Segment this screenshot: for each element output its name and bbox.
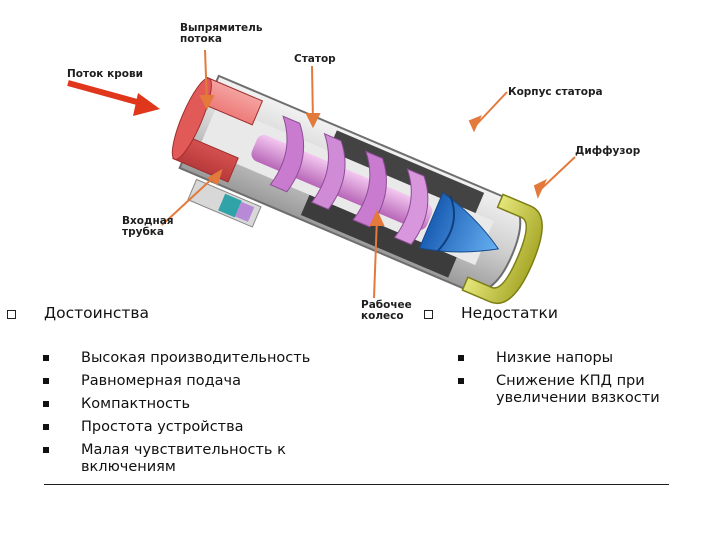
list-item: Снижение КПД при увеличении вязкости xyxy=(458,373,708,407)
stator-housing-top xyxy=(328,130,485,214)
bullet xyxy=(43,401,49,407)
blood-flow-arrow xyxy=(67,80,160,116)
label-blood-flow: Поток крови xyxy=(67,68,143,80)
rotor-blade-1 xyxy=(269,115,305,193)
label-stator-housing: Корпус статора xyxy=(508,86,603,98)
pointer-diffuser xyxy=(539,156,576,191)
advantages-marker xyxy=(7,310,16,319)
callout-pointers xyxy=(161,49,576,299)
label-stator: Статор xyxy=(294,53,336,65)
list-item: Равномерная подача xyxy=(43,373,383,390)
label-inlet-tube: Входная трубка xyxy=(122,215,174,238)
list-item: Простота устройства xyxy=(43,419,383,436)
advantages-title: Достоинства xyxy=(44,304,150,322)
inlet-tube-cap xyxy=(235,201,255,222)
outlet-ring xyxy=(461,193,543,304)
rotor-blade-4 xyxy=(393,168,429,246)
bullet xyxy=(458,355,464,361)
pointer-stator xyxy=(311,65,314,123)
list-item: Высокая производительность xyxy=(43,350,383,367)
disadvantage-text: Снижение КПД при увеличении вязкости xyxy=(496,373,660,406)
list-item: Малая чувствительность к включениям xyxy=(43,442,383,476)
pump-diagram xyxy=(67,49,576,304)
disadvantage-text: Низкие напоры xyxy=(496,350,614,366)
list-item: Низкие напоры xyxy=(458,350,708,367)
pointer-housing xyxy=(475,91,508,126)
bullet xyxy=(458,378,464,384)
advantage-text: Равномерная подача xyxy=(81,373,242,389)
label-flow-straightener: Выпрямитель потока xyxy=(180,22,263,45)
disadvantages-marker xyxy=(424,310,433,319)
label-diffuser: Диффузор xyxy=(575,145,641,157)
bullet xyxy=(43,355,49,361)
bottom-divider xyxy=(44,484,669,485)
advantage-text: Малая чувствительность к включениям xyxy=(81,442,286,475)
disadvantages-list: Низкие напоры Снижение КПД при увеличени… xyxy=(458,350,708,413)
stator-housing-bottom xyxy=(300,194,457,278)
bullet xyxy=(43,447,49,453)
pointer-impeller xyxy=(373,216,378,299)
disadvantages-title: Недостатки xyxy=(461,304,558,322)
label-impeller: Рабочее колесо xyxy=(361,299,412,322)
rotor-blade-2 xyxy=(310,132,346,210)
advantage-text: Компактность xyxy=(81,396,190,412)
pump-cutaway xyxy=(171,74,543,304)
pointer-inlet-tube xyxy=(161,175,216,226)
advantages-list: Высокая производительность Равномерная п… xyxy=(43,350,383,482)
advantage-text: Высокая производительность xyxy=(81,350,311,366)
bullet xyxy=(43,424,49,430)
advantage-text: Простота устройства xyxy=(81,419,244,435)
bullet xyxy=(43,378,49,384)
diffuser-vane xyxy=(436,195,455,253)
inlet-tube-connector xyxy=(218,193,242,218)
diffuser-cone xyxy=(418,191,500,253)
rotor-blade-3 xyxy=(352,150,387,228)
list-item: Компактность xyxy=(43,396,383,413)
